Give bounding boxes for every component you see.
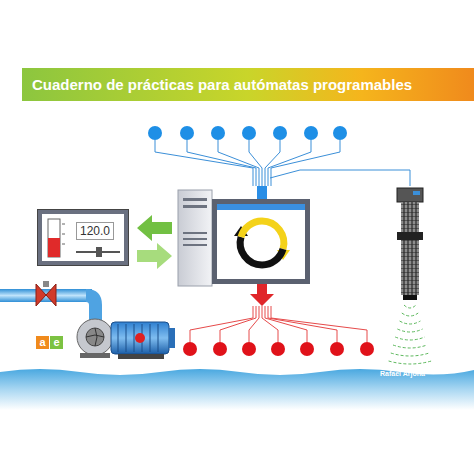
wave-arc bbox=[404, 305, 416, 308]
input-dot bbox=[148, 126, 162, 140]
logo-letter: e bbox=[50, 336, 63, 349]
hmi-screen: 120.0 bbox=[42, 214, 124, 261]
output-arrow bbox=[250, 284, 274, 306]
sensor-body bbox=[401, 202, 419, 232]
cycle-arrow bbox=[262, 221, 284, 249]
wave-arc bbox=[393, 345, 427, 348]
sensor-head bbox=[397, 188, 423, 202]
input-dot bbox=[304, 126, 318, 140]
hmi-arrow bbox=[137, 215, 172, 241]
input-dot bbox=[180, 126, 194, 140]
hmi-value: 120.0 bbox=[76, 222, 114, 240]
motor-fin bbox=[150, 324, 151, 352]
hmi-panel: 120.0 bbox=[37, 209, 129, 266]
output-wire bbox=[190, 306, 253, 342]
output-dot bbox=[242, 342, 256, 356]
input-dot bbox=[333, 126, 347, 140]
water bbox=[0, 369, 474, 410]
motor-fin bbox=[126, 324, 127, 352]
motor bbox=[111, 322, 169, 354]
input-wire bbox=[249, 140, 262, 186]
input-dot bbox=[242, 126, 256, 140]
output-dot bbox=[330, 342, 344, 356]
sensor-cable bbox=[270, 170, 410, 186]
motor-fin bbox=[158, 324, 159, 352]
plc-screen bbox=[217, 204, 305, 279]
input-wire bbox=[218, 140, 259, 186]
input-dot bbox=[211, 126, 225, 140]
wave-arc bbox=[400, 321, 421, 324]
cycle-arrow bbox=[240, 237, 262, 265]
pump-volute bbox=[77, 319, 113, 355]
motor-fin bbox=[134, 324, 135, 352]
output-wire bbox=[220, 306, 256, 342]
title-band bbox=[22, 68, 474, 101]
motor-fin bbox=[118, 324, 119, 352]
pipe-elbow bbox=[86, 289, 102, 322]
output-wire bbox=[262, 306, 278, 342]
output-dot bbox=[213, 342, 227, 356]
output-wire bbox=[249, 306, 259, 342]
logo-box bbox=[50, 336, 63, 349]
input-wire bbox=[265, 140, 280, 186]
output-dot bbox=[183, 342, 197, 356]
logo-letter: a bbox=[36, 336, 49, 349]
plc-screen-frame bbox=[212, 199, 310, 284]
input-wire bbox=[271, 140, 340, 186]
title: Cuaderno de prácticas para autómatas pro… bbox=[32, 76, 412, 93]
wave-arc bbox=[389, 361, 432, 364]
output-wire bbox=[268, 306, 337, 342]
wave-arc bbox=[395, 337, 425, 340]
input-wire bbox=[155, 140, 253, 186]
cpu-tower bbox=[178, 190, 212, 286]
output-wire bbox=[271, 306, 367, 342]
input-wires bbox=[155, 140, 340, 186]
ultrasonic-waves bbox=[389, 305, 432, 364]
wave-arc bbox=[402, 313, 418, 316]
input-dots bbox=[148, 126, 347, 140]
output-dot bbox=[271, 342, 285, 356]
logo-box bbox=[36, 336, 49, 349]
hmi-arrow bbox=[137, 243, 172, 269]
input-dot bbox=[273, 126, 287, 140]
wave-arc bbox=[391, 353, 429, 356]
input-wire bbox=[268, 140, 311, 186]
output-dot bbox=[360, 342, 374, 356]
wave-arc bbox=[397, 329, 422, 332]
output-dot bbox=[300, 342, 314, 356]
output-dots bbox=[183, 342, 374, 356]
output-wires bbox=[190, 306, 367, 342]
author-credit: Rafael Arjona bbox=[380, 370, 425, 377]
valve bbox=[36, 284, 56, 306]
